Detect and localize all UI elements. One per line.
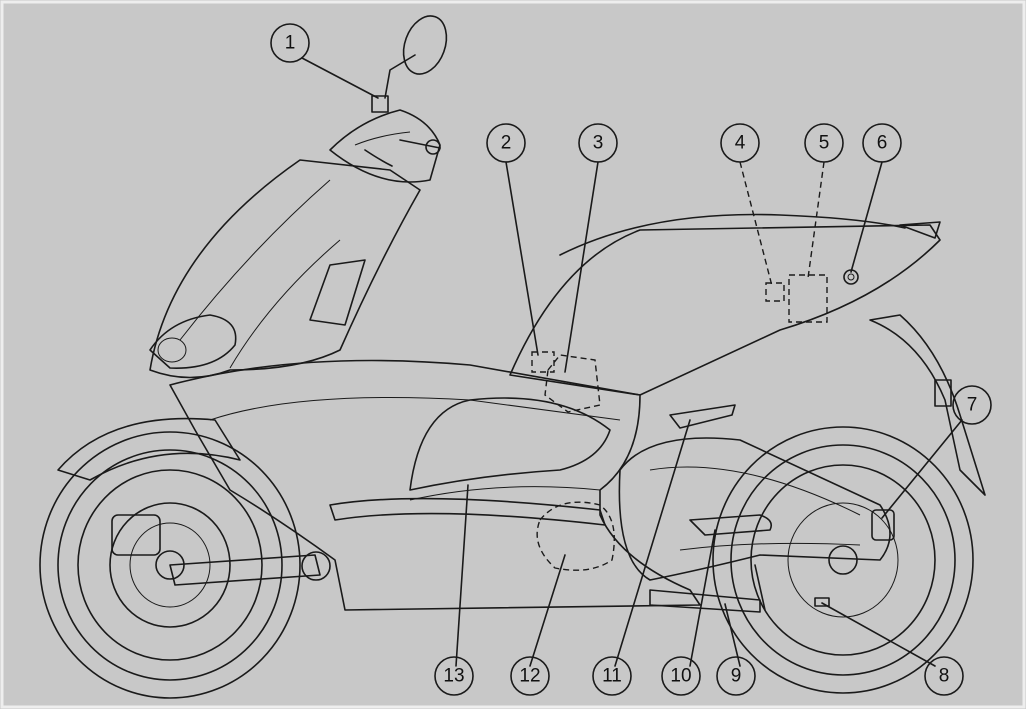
rear-hugger: [869, 314, 986, 496]
callout-5-label: 5: [819, 133, 830, 154]
callout-1-label: 1: [285, 33, 296, 54]
callout-6-label: 6: [877, 133, 888, 154]
callout-13-label: 13: [443, 666, 464, 687]
callout-8-label: 8: [939, 666, 950, 687]
callout-9-label: 9: [731, 666, 742, 687]
callout-4: 4: [720, 123, 760, 163]
dashed-area-12: [536, 501, 615, 571]
tail-section: [509, 224, 941, 396]
center-stand-9: [649, 589, 761, 613]
handlebar-assembly: [329, 109, 441, 183]
lower-skirt: [329, 497, 606, 526]
callout-8: 8: [924, 656, 964, 696]
rear-caliper-7: [871, 509, 895, 541]
callout-10: 10: [661, 656, 701, 696]
callout-5: 5: [804, 123, 844, 163]
part-11: [669, 404, 736, 429]
front-wheel: [39, 431, 301, 699]
callout-11-label: 11: [602, 666, 622, 687]
shield-vent: [309, 259, 366, 326]
part-10: [689, 514, 773, 536]
callout-11: 11: [592, 656, 632, 696]
callout-2-label: 2: [501, 133, 512, 154]
callout-2: 2: [486, 123, 526, 163]
callout-13: 13: [434, 656, 474, 696]
callout-3: 3: [578, 123, 618, 163]
dashed-box-2: [531, 351, 555, 373]
callout-12-label: 12: [519, 666, 540, 687]
callout-7-label: 7: [967, 395, 978, 416]
callout-4-label: 4: [735, 133, 746, 154]
front-brake-disc: [109, 502, 231, 628]
callout-9: 9: [716, 656, 756, 696]
tail-light: [899, 221, 941, 239]
callout-12: 12: [510, 656, 550, 696]
front-shield: [149, 159, 421, 379]
front-mudguard: [57, 417, 241, 481]
dashed-box-5: [788, 274, 828, 323]
side-panel-13: [409, 397, 611, 491]
callout-6: 6: [862, 123, 902, 163]
engine-swingarm: [618, 437, 891, 581]
callout-10-label: 10: [670, 666, 691, 687]
mirror: [371, 15, 448, 113]
part-8: [814, 597, 830, 607]
dashed-box-4: [765, 282, 785, 302]
rear-wheel: [712, 426, 974, 694]
callout-7: 7: [952, 385, 992, 425]
callout-1: 1: [270, 23, 310, 63]
leader-lines: [301, 57, 963, 667]
headlight: [149, 314, 237, 369]
front-swing-arm: [169, 554, 321, 586]
front-brake-caliper: [111, 514, 161, 556]
dashed-area-3: [544, 354, 601, 413]
callout-3-label: 3: [593, 133, 604, 154]
